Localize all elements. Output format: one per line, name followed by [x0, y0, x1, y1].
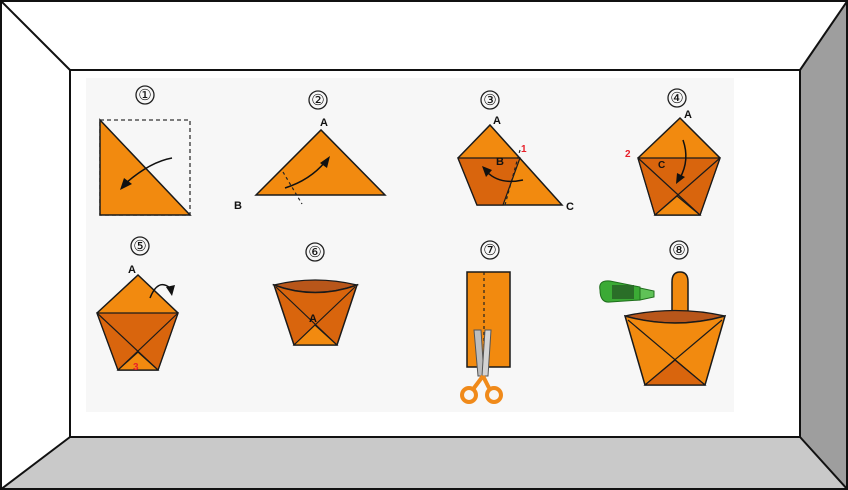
step-4-label-a: A [684, 109, 692, 121]
step-4-number: ④ [670, 89, 683, 107]
step-2-number: ② [311, 91, 324, 109]
step-6-label-a: A [309, 313, 317, 325]
step-5-label-a: A [128, 264, 136, 276]
floor [0, 437, 848, 490]
step-8-number: ⑧ [672, 241, 685, 259]
step-3-number: ③ [483, 91, 496, 109]
step-6-number: ⑥ [308, 243, 321, 261]
step-5-number: ⑤ [133, 237, 146, 255]
step-1-number: ① [138, 86, 151, 104]
step-3-label-a: A [493, 115, 501, 127]
step-2-label-a: A [320, 117, 328, 129]
step-3-label-1: 1 [521, 144, 527, 155]
step-5-label-3: 3 [133, 362, 139, 373]
step-3-label-c: C [566, 201, 574, 213]
step-3-label-b: B [496, 156, 504, 168]
step-4-label-c: C [658, 160, 665, 171]
right-wall [800, 0, 848, 490]
step-4-label-2: 2 [625, 149, 631, 160]
step-2-label-b: B [234, 200, 242, 212]
step-7-number: ⑦ [483, 241, 496, 259]
instruction-panel [86, 78, 734, 412]
